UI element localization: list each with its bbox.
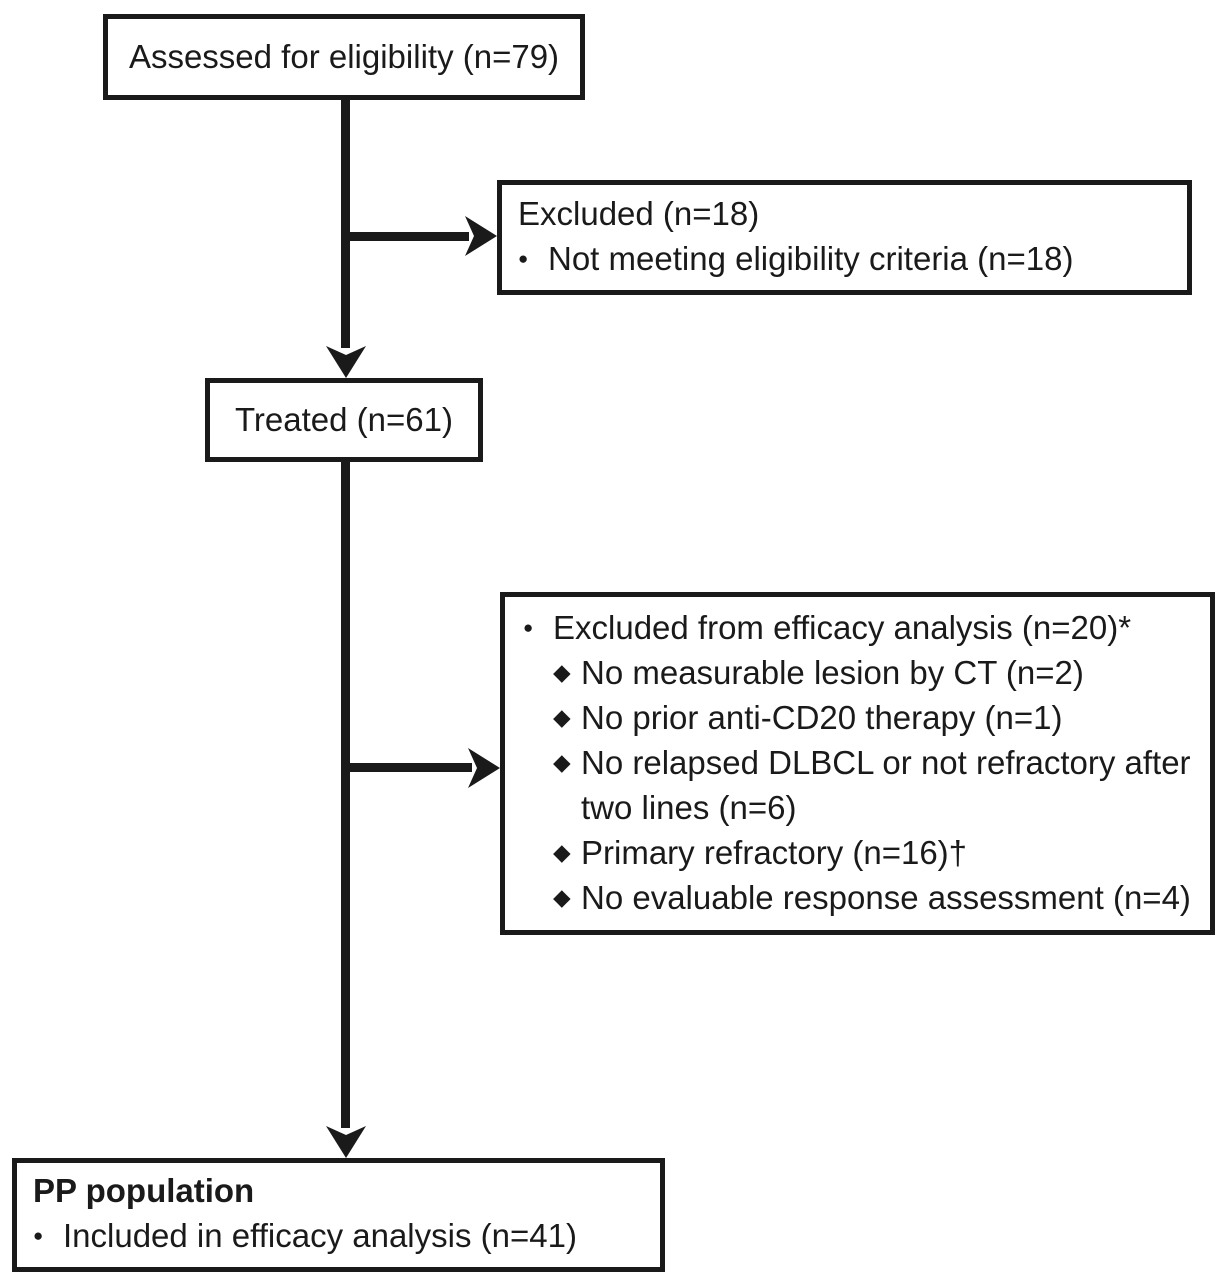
connector-assessed-to-treated (341, 100, 350, 348)
bullet-dot-icon: ● (518, 249, 529, 268)
arrowhead-down-icon (326, 1126, 366, 1158)
connector-treated-to-pp (341, 462, 350, 1128)
bullet-diamond-icon: ◆ (553, 659, 571, 685)
node-treated: Treated (n=61) (205, 378, 483, 462)
assessed-eligibility-label: Assessed for eligibility (n=79) (128, 38, 560, 75)
efficacy-excluded-item-text: No relapsed DLBCL or not refractory afte… (581, 744, 1191, 826)
efficacy-excluded-item: ◆ No evaluable response assessment (n=4) (553, 875, 1202, 920)
excluded-item-text: Not meeting eligibility criteria (n=18) (548, 240, 1074, 277)
efficacy-excluded-item-text: No measurable lesion by CT (n=2) (581, 654, 1084, 691)
pp-population-title: PP population (33, 1172, 255, 1209)
bullet-diamond-icon: ◆ (553, 884, 571, 910)
arrowhead-right-icon (465, 216, 497, 256)
efficacy-excluded-item-text: No evaluable response assessment (n=4) (581, 879, 1191, 916)
bullet-dot-icon: ● (33, 1226, 44, 1245)
excluded-item: ● Not meeting eligibility criteria (n=18… (518, 236, 1177, 281)
efficacy-excluded-title-row: ● Excluded from efficacy analysis (n=20)… (523, 605, 1202, 650)
efficacy-excluded-item: ◆ Primary refractory (n=16)† (553, 830, 1202, 875)
node-pp-population: PP population ● Included in efficacy ana… (12, 1158, 665, 1272)
efficacy-excluded-item: ◆ No measurable lesion by CT (n=2) (553, 650, 1202, 695)
bullet-dot-icon: ● (523, 618, 534, 637)
connector-branch-excluded (345, 232, 469, 241)
efficacy-excluded-item: ◆ No relapsed DLBCL or not refractory af… (553, 740, 1202, 830)
bullet-diamond-icon: ◆ (553, 749, 571, 775)
excluded-title: Excluded (n=18) (518, 195, 760, 232)
bullet-diamond-icon: ◆ (553, 839, 571, 865)
efficacy-excluded-title: Excluded from efficacy analysis (n=20)* (553, 609, 1132, 646)
pp-population-item-text: Included in efficacy analysis (n=41) (63, 1217, 577, 1254)
efficacy-excluded-item-text: No prior anti-CD20 therapy (n=1) (581, 699, 1063, 736)
treated-label: Treated (n=61) (235, 401, 453, 438)
bullet-diamond-icon: ◆ (553, 704, 571, 730)
efficacy-excluded-item: ◆ No prior anti-CD20 therapy (n=1) (553, 695, 1202, 740)
connector-branch-efficacy-excluded (345, 763, 472, 772)
arrowhead-down-icon (326, 346, 366, 378)
node-assessed-eligibility: Assessed for eligibility (n=79) (103, 14, 585, 100)
pp-population-item: ● Included in efficacy analysis (n=41) (33, 1213, 650, 1258)
node-efficacy-excluded: ● Excluded from efficacy analysis (n=20)… (500, 592, 1215, 935)
node-excluded: Excluded (n=18) ● Not meeting eligibilit… (497, 180, 1192, 295)
arrowhead-right-icon (468, 748, 500, 788)
efficacy-excluded-item-text: Primary refractory (n=16)† (581, 834, 968, 871)
